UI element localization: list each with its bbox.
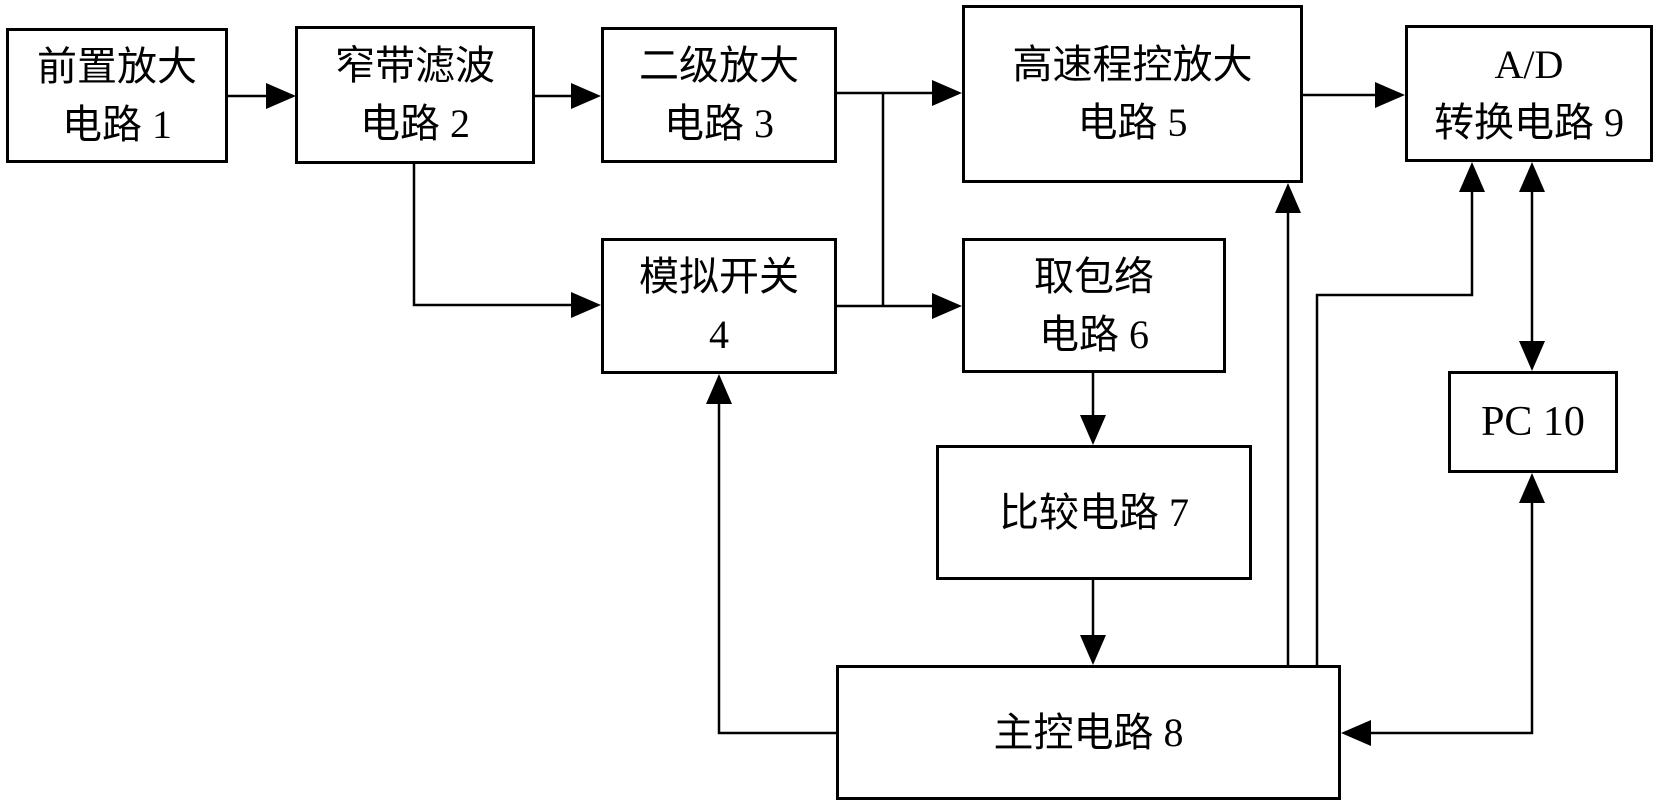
block-narrowband-filter-circuit-2: 窄带滤波 电路 2 [295, 26, 535, 164]
arrow-preamp-to-filter [228, 83, 296, 109]
block-envelope-detector-circuit-6: 取包络 电路 6 [962, 238, 1226, 373]
block-main-control-circuit-8: 主控电路 8 [836, 665, 1341, 800]
arrow-comparator-to-main-control [1080, 580, 1106, 665]
arrow-pc-main-control-bidirectional [1341, 473, 1545, 746]
arrow-programmable-amp-to-ad-converter [1303, 82, 1405, 108]
block-analog-switch-4: 模拟开关 4 [601, 238, 837, 374]
arrow-filter-to-analog-switch [412, 164, 601, 318]
block-pc-10: PC 10 [1448, 371, 1618, 473]
arrow-ad-converter-pc-bidirectional [1519, 162, 1545, 371]
arrow-filter-to-second-stage [535, 83, 601, 109]
block-preamp-circuit-1: 前置放大 电路 1 [6, 28, 228, 163]
block-ad-converter-circuit-9: A/D 转换电路 9 [1405, 25, 1653, 162]
arrow-main-control-to-ad-converter [1315, 162, 1485, 665]
block-second-stage-amplifier-circuit-3: 二级放大 电路 3 [601, 27, 837, 163]
block-comparator-circuit-7: 比较电路 7 [936, 445, 1252, 580]
arrow-second-stage-to-programmable-amp [837, 80, 962, 306]
arrow-envelope-to-comparator [1080, 373, 1106, 445]
block-high-speed-programmable-amplifier-circuit-5: 高速程控放大 电路 5 [962, 5, 1303, 183]
arrow-main-control-to-analog-switch [706, 374, 836, 735]
arrow-analog-switch-to-envelope [837, 293, 962, 319]
arrow-main-control-to-programmable-amp [1275, 183, 1301, 665]
